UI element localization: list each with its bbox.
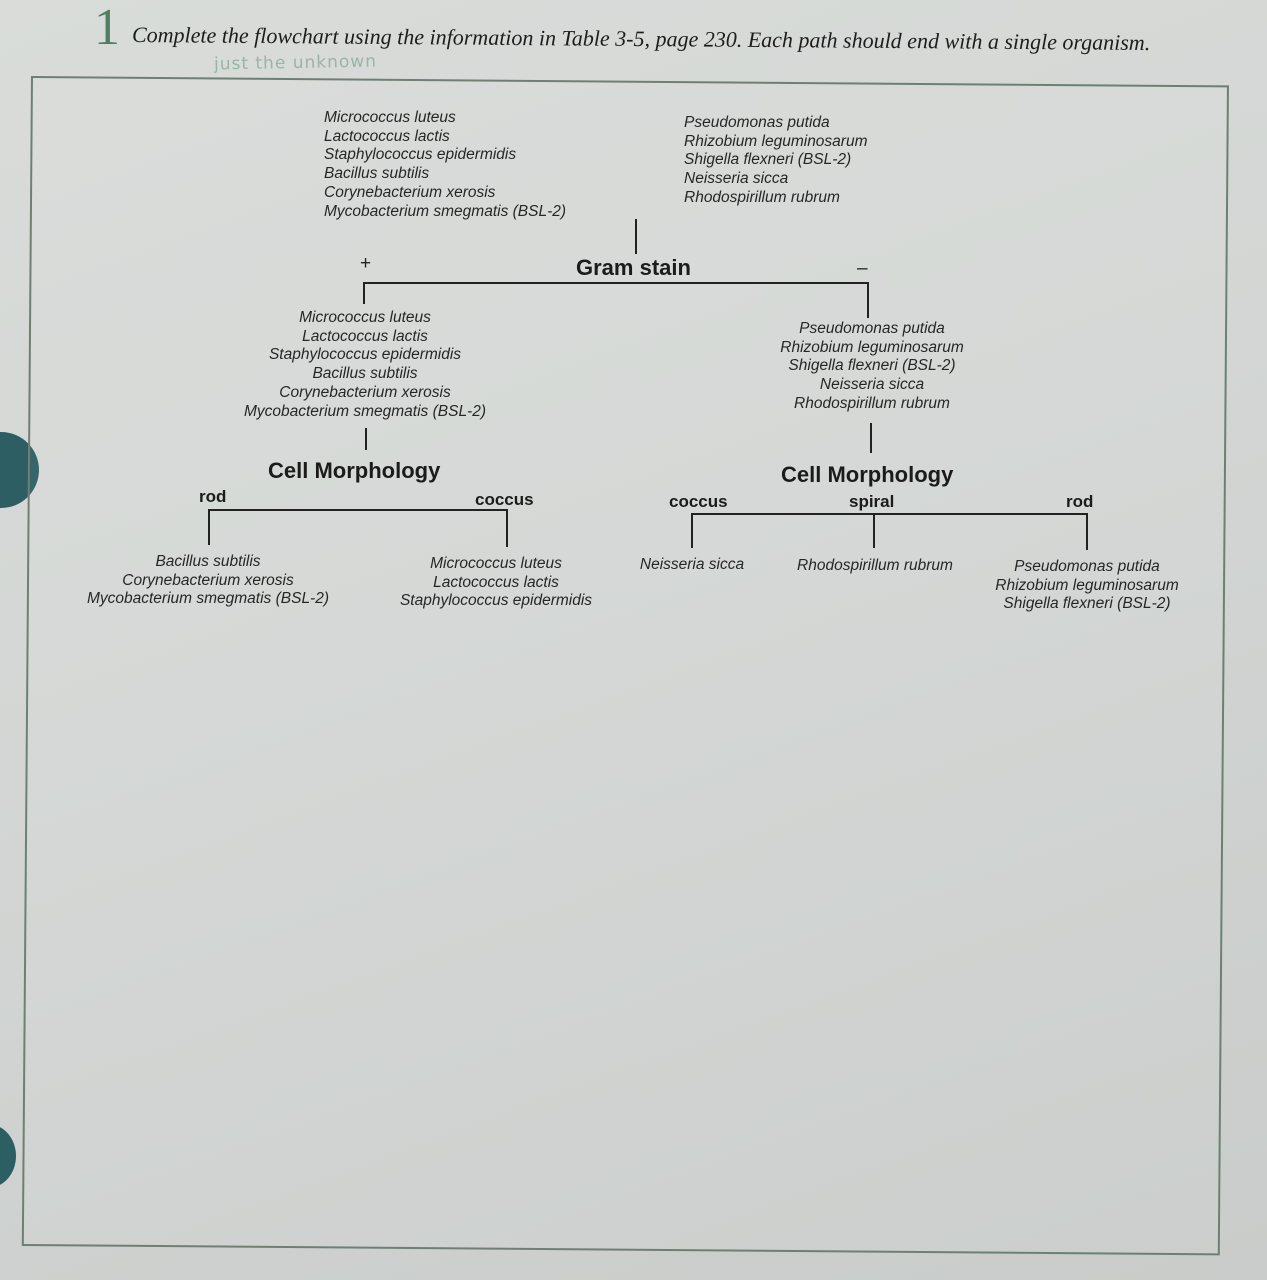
question-number: 1 — [94, 0, 120, 56]
list-item: Corynebacterium xerosis — [122, 571, 294, 589]
right-rod-organism-list: Pseudomonas putida Rhizobium leguminosar… — [977, 558, 1197, 614]
list-item: Shigella flexneri (BSL-2) — [1003, 595, 1171, 613]
left-rod-organism-list: Bacillus subtilis Corynebacterium xerosi… — [48, 553, 368, 609]
left-coccus-organism-list: Micrococcus luteus Lactococcus lactis St… — [376, 555, 616, 611]
list-item: Lactococcus lactis — [433, 573, 559, 591]
gram-positive-sign: + — [360, 253, 372, 274]
flowchart-frame — [21, 76, 1229, 1256]
gram-negative-sign: – — [857, 258, 868, 279]
list-item: Staphylococcus epidermidis — [268, 346, 462, 364]
right-coccus-organism-list: Neisseria sicca — [622, 556, 762, 575]
handwritten-note: just the unknown — [213, 51, 378, 75]
root-stem-line — [635, 219, 637, 254]
list-item: Rhodospirillum rubrum — [794, 394, 950, 412]
list-item: Mycobacterium smegmatis (BSL-2) — [243, 402, 487, 420]
list-item: Bacillus subtilis — [155, 553, 261, 570]
right-rod-drop — [1086, 515, 1088, 550]
right-rod-label: rod — [1066, 492, 1094, 511]
gram-left-drop — [363, 282, 365, 304]
right-morphology-stem — [870, 423, 872, 453]
list-item: Bacillus subtilis — [324, 165, 430, 183]
list-item: Pseudomonas putida — [1014, 558, 1160, 575]
list-item: Bacillus subtilis — [312, 365, 418, 383]
right-spiral-label: spiral — [849, 492, 895, 511]
list-item: Lactococcus lactis — [302, 327, 428, 345]
gram-stain-label: Gram stain — [576, 255, 691, 280]
list-item: Shigella flexneri (BSL-2) — [788, 357, 956, 375]
list-item: Micrococcus luteus — [324, 109, 456, 126]
right-cell-morphology-label: Cell Morphology — [781, 462, 954, 487]
gram-branch-bar — [363, 282, 869, 284]
list-item: Rhodospirillum rubrum — [684, 188, 840, 206]
list-item: Neisseria sicca — [639, 556, 745, 573]
list-item: Micrococcus luteus — [299, 309, 431, 326]
gram-negative-organism-list: Pseudomonas putida Rhizobium leguminosar… — [742, 320, 1002, 414]
root-gram-positive-list: Micrococcus luteus Lactococcus lactis St… — [324, 109, 566, 221]
list-item: Lactococcus lactis — [324, 127, 450, 145]
left-coccus-label: coccus — [475, 490, 534, 509]
list-item: Pseudomonas putida — [684, 114, 830, 131]
left-rod-drop — [208, 509, 210, 545]
list-item: Mycobacterium smegmatis (BSL-2) — [86, 590, 330, 608]
left-morphology-bar — [208, 509, 508, 511]
list-item: Staphylococcus epidermidis — [324, 146, 517, 164]
list-item: Shigella flexneri (BSL-2) — [684, 151, 852, 169]
list-item: Neisseria sicca — [684, 170, 789, 188]
right-morphology-bar — [691, 513, 1088, 515]
list-item: Neisseria sicca — [819, 376, 925, 394]
root-gram-negative-list: Pseudomonas putida Rhizobium leguminosar… — [684, 114, 868, 208]
right-coccus-drop — [691, 513, 693, 548]
right-spiral-drop — [873, 514, 875, 548]
gram-right-drop — [867, 284, 869, 318]
instruction-text: Complete the flowchart using the informa… — [131, 22, 1151, 55]
list-item: Rhizobium leguminosarum — [780, 338, 964, 356]
list-item: Staphylococcus epidermidis — [399, 592, 593, 610]
list-item: Corynebacterium xerosis — [324, 183, 496, 201]
gram-positive-organism-list: Micrococcus luteus Lactococcus lactis St… — [190, 309, 540, 421]
list-item: Rhizobium leguminosarum — [684, 132, 868, 150]
list-item: Corynebacterium xerosis — [279, 383, 451, 401]
list-item: Mycobacterium smegmatis (BSL-2) — [324, 202, 567, 220]
list-item: Pseudomonas putida — [799, 320, 945, 337]
list-item: Rhizobium leguminosarum — [995, 576, 1179, 594]
left-rod-label: rod — [199, 487, 227, 506]
binder-hole-bottom — [0, 1124, 16, 1188]
right-spiral-organism-list: Rhodospirillum rubrum — [780, 557, 970, 576]
left-coccus-drop — [506, 511, 508, 547]
left-cell-morphology-label: Cell Morphology — [268, 458, 441, 483]
list-item: Micrococcus luteus — [430, 555, 562, 572]
list-item: Rhodospirillum rubrum — [797, 557, 953, 574]
left-morphology-stem — [365, 428, 367, 450]
right-coccus-label: coccus — [669, 492, 728, 511]
